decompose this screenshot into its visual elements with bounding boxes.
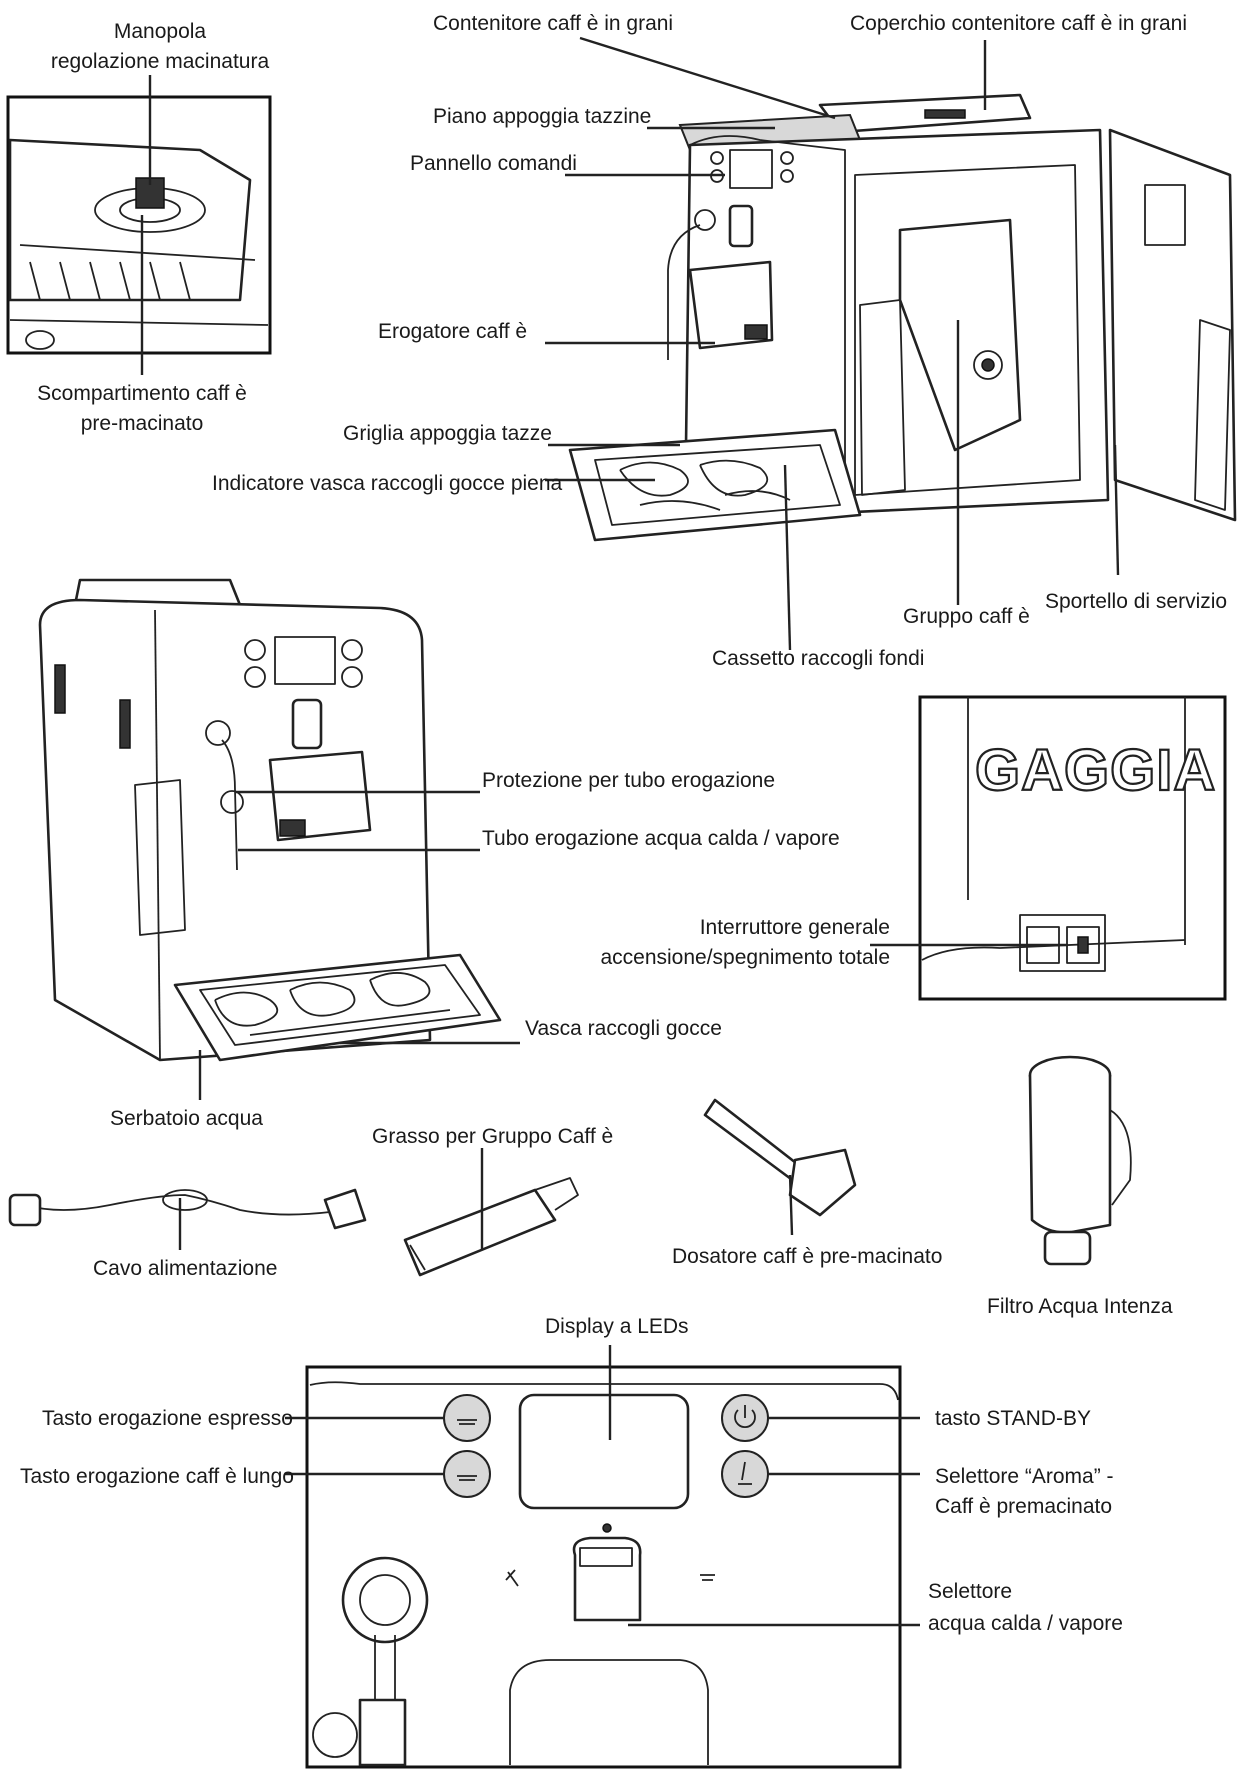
- steam-wand-nozzle: [341, 1556, 429, 1644]
- label-drip-tray: Vasca raccogli gocce: [525, 1017, 722, 1040]
- tank-handle: [134, 779, 186, 936]
- grease-tube-illustration: [403, 1177, 579, 1277]
- drip-tray-top: [568, 428, 862, 542]
- label-brew-group: Gruppo caff è: [903, 605, 1030, 628]
- water-filter-illustration: [1028, 1055, 1132, 1266]
- leader-lines: [140, 36, 1120, 1627]
- label-grinder-knob-line1: Manopola: [114, 20, 207, 43]
- label-standby-button: tasto STAND-BY: [935, 1407, 1091, 1430]
- power-icon: [734, 1405, 756, 1429]
- steam-icon: [505, 1569, 519, 1587]
- panel-frame: [305, 1365, 902, 1769]
- label-selector-line1: Selettore: [928, 1580, 1012, 1603]
- label-espresso-button: Tasto erogazione espresso: [42, 1407, 293, 1430]
- front-body: [38, 598, 432, 1062]
- plug-right-icon: [323, 1188, 367, 1230]
- bean-icon: [738, 1461, 752, 1485]
- label-cup-tray: Piano appoggia tazzine: [433, 105, 651, 128]
- service-door-panel: [1108, 128, 1237, 522]
- label-led-display: Display a LEDs: [545, 1315, 689, 1338]
- coffee-scoop-illustration: [703, 1098, 857, 1217]
- front-dispenser: [268, 750, 372, 842]
- wand-guard-knob: [220, 790, 244, 814]
- brew-group-unit: [898, 218, 1022, 452]
- power-cable-illustration: [8, 1188, 367, 1230]
- label-drip-full-indicator: Indicatore vasca raccogli gocce piena: [212, 472, 563, 495]
- machine-interior: [854, 164, 1081, 496]
- lungo-button-icon[interactable]: [443, 1450, 491, 1498]
- steam-selector-knob[interactable]: [572, 1536, 642, 1622]
- callout-labels: Manopola regolazione macinatura Scompart…: [20, 12, 1227, 1635]
- label-lungo-button: Tasto erogazione caff è lungo: [20, 1465, 294, 1488]
- label-main-switch-line1: Interruttore generale: [700, 916, 890, 939]
- grounds-drawer-box: [859, 299, 906, 496]
- grinder-hopper: [8, 138, 252, 302]
- filter-nozzle: [1043, 1230, 1092, 1266]
- cup-icon: [457, 1419, 477, 1425]
- label-grinder-knob-line2: regolazione macinatura: [51, 50, 270, 73]
- machine-open-view: [568, 93, 1237, 542]
- switch-inset: GAGGIA: [918, 695, 1227, 1001]
- switch-housing: [1019, 914, 1106, 972]
- label-selector-line2: acqua calda / vapore: [928, 1612, 1123, 1635]
- label-grounds-drawer: Cassetto raccogli fondi: [712, 647, 924, 670]
- steam-wand-top: [667, 224, 701, 360]
- grinder-grate: [19, 244, 256, 301]
- label-coffee-scoop: Dosatore caff è pre-macinato: [672, 1245, 942, 1268]
- gaggia-logo: GAGGIA: [975, 738, 1216, 803]
- label-dispenser: Erogatore caff è: [378, 320, 527, 343]
- front-display: [274, 636, 336, 685]
- led-display-screen: [518, 1393, 690, 1510]
- scoop-cup: [788, 1148, 857, 1217]
- label-nozzle-guard: Protezione per tubo erogazione: [482, 769, 775, 792]
- label-steam-wand: Tubo erogazione acqua calda / vapore: [482, 827, 840, 850]
- espresso-button-icon[interactable]: [443, 1394, 491, 1442]
- label-power-cable: Cavo alimentazione: [93, 1257, 277, 1280]
- label-water-filter: Filtro Acqua Intenza: [987, 1295, 1173, 1318]
- label-preground-line2: pre-macinato: [81, 412, 204, 435]
- label-control-panel: Pannello comandi: [410, 152, 577, 175]
- switch-inset-frame: [918, 695, 1227, 1001]
- label-service-door: Sportello di servizio: [1045, 590, 1227, 613]
- label-aroma-line2: Caff è premacinato: [935, 1495, 1112, 1518]
- label-preground-line1: Scompartimento caff è: [37, 382, 247, 405]
- top-display: [729, 149, 773, 189]
- machine-front-view: [38, 578, 502, 1062]
- label-aroma-line1: Selettore “Aroma” -: [935, 1465, 1114, 1488]
- label-bean-container: Contenitore caff è in grani: [433, 12, 673, 35]
- label-cup-grid: Griglia appoggia tazze: [343, 422, 552, 445]
- control-panel-closeup: [305, 1365, 902, 1769]
- wand-guard: [358, 1698, 407, 1767]
- label-water-tank: Serbatoio acqua: [110, 1107, 263, 1130]
- scoop-handle: [703, 1098, 807, 1184]
- cup-icon: [457, 1475, 477, 1481]
- label-main-switch-line2: accensione/spegnimento totale: [600, 946, 890, 969]
- aroma-button-icon[interactable]: [721, 1450, 769, 1498]
- grinder-inset-frame: [6, 95, 272, 355]
- hot-water-icon: [700, 1574, 715, 1581]
- dispenser-outline: [509, 1659, 709, 1765]
- label-grease: Grasso per Gruppo Caff è: [372, 1125, 613, 1148]
- grinder-inset: [6, 95, 272, 355]
- label-bean-lid: Coperchio contenitore caff è in grani: [850, 12, 1187, 35]
- filter-body: [1028, 1074, 1112, 1234]
- plug-left-icon: [8, 1193, 42, 1227]
